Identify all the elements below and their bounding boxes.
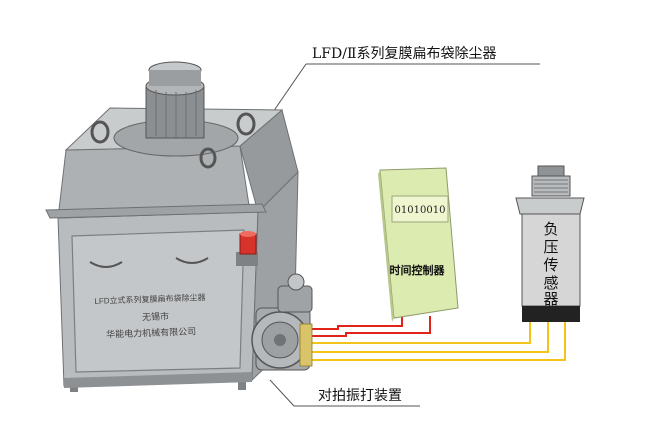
red-wire-2 [308,316,431,337]
title-callout-leader [261,63,540,129]
sensor-label-char-2: 压 [543,238,558,256]
vibrator-device [251,273,313,371]
sensor-label-char-4: 感 [543,274,558,292]
sensor-label-char-3: 传 [543,256,558,274]
wires [308,316,566,361]
dust-collector: LFD立式系列复膜扁布袋除尘器 无锡市 华能电力机械有限公司 [45,61,299,392]
yellow-wire-1 [308,322,531,344]
nameplate-line2: 无锡市 [142,310,169,322]
nameplate: LFD立式系列复膜扁布袋除尘器 无锡市 华能电力机械有限公司 [94,292,205,339]
vibrator-callout: 对拍振打装置 [318,387,402,404]
pressure-sensor: 负 压 传 感 器 [515,165,585,322]
yellow-wire-2 [308,322,549,353]
nameplate-line1: LFD立式系列复膜扁布袋除尘器 [94,292,205,306]
yellow-wire-3 [308,322,566,361]
red-wire-1 [308,316,403,330]
timer-display-value: 01010010 [395,205,446,216]
timer-label: 时间控制器 [390,263,446,277]
nameplate-line3: 华能电力机械有限公司 [106,325,196,339]
timer-display [391,195,449,223]
title-callout: LFD/Ⅱ系列复膜扁布袋除尘器 [312,45,496,62]
sensor-label-char-5: 器 [543,290,558,308]
sensor-label-char-1: 负 [543,220,558,238]
vibrator-callout-leader [269,379,420,407]
timer-controller: 01010010 时间控制器 [378,167,459,322]
